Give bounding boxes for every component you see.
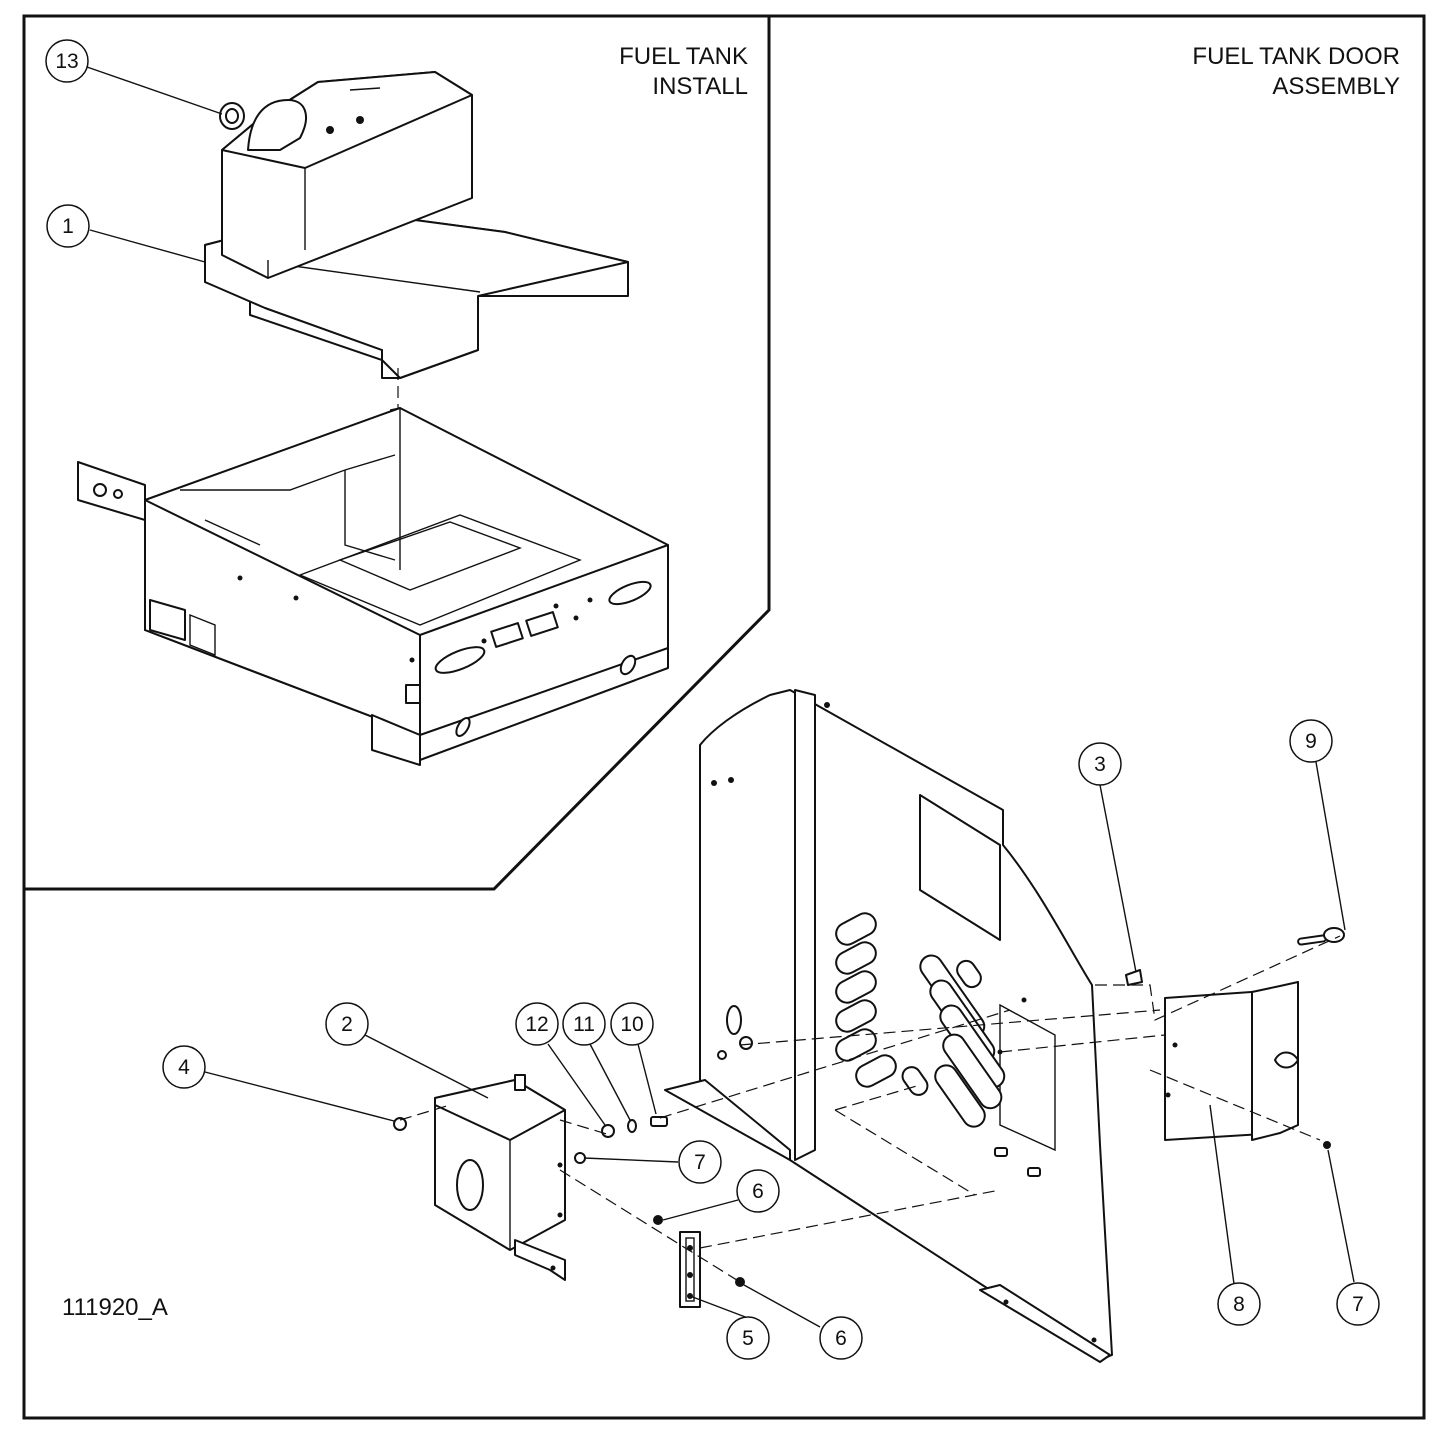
callout-10: 10 [610, 1002, 654, 1046]
svg-text:5: 5 [742, 1327, 754, 1350]
callout-6-upper: 6 [736, 1169, 780, 1213]
svg-text:9: 9 [1305, 730, 1317, 753]
fuel-tank-door-assembly-title-line2: ASSEMBLY [1272, 73, 1400, 100]
fuel-tank [204, 71, 629, 379]
svg-text:2: 2 [341, 1013, 353, 1036]
drawing-frame [22, 14, 1426, 1420]
callout-balloons: 13 1 2 4 12 11 10 7 [45, 39, 1380, 1360]
svg-text:7: 7 [694, 1151, 706, 1174]
fuel-tank-install-title-line1: FUEL TANK [619, 43, 748, 70]
door-panel [664, 689, 1113, 1363]
svg-text:12: 12 [525, 1013, 548, 1036]
callout-7-left: 7 [678, 1140, 722, 1184]
callout-11: 11 [562, 1002, 606, 1046]
door-louvers [835, 912, 1006, 1128]
callout-4: 4 [162, 1045, 206, 1089]
inset-panel-border [24, 16, 771, 891]
callout-6-lower: 6 [819, 1316, 863, 1360]
fuel-tank-install-title: FUEL TANK INSTALL [520, 42, 748, 102]
callout-13: 13 [45, 39, 89, 83]
svg-text:7: 7 [1352, 1293, 1364, 1316]
callout-12: 12 [515, 1002, 559, 1046]
callout-3: 3 [1078, 742, 1122, 786]
callout-2: 2 [325, 1002, 369, 1046]
fuel-tank-door [1164, 981, 1299, 1141]
svg-text:4: 4 [178, 1056, 190, 1079]
svg-text:6: 6 [752, 1180, 764, 1203]
svg-text:8: 8 [1233, 1293, 1245, 1316]
fuel-tank-frame [77, 407, 669, 766]
drawing-number: 111920_A [62, 1294, 168, 1321]
svg-text:11: 11 [573, 1013, 595, 1036]
fuel-tank-door-assembly-title: FUEL TANK DOOR ASSEMBLY [1100, 42, 1400, 102]
callout-8: 8 [1217, 1282, 1261, 1326]
assembly-lines [399, 935, 1341, 1283]
svg-text:1: 1 [62, 215, 74, 238]
fuel-tank-install-title-line2: INSTALL [652, 73, 748, 100]
callout-5: 5 [726, 1316, 770, 1360]
bracket-housing [434, 1074, 566, 1281]
svg-text:3: 3 [1094, 753, 1106, 776]
hardware [393, 927, 1345, 1287]
callout-9: 9 [1289, 719, 1333, 763]
fuel-tank-door-assembly-title-line1: FUEL TANK DOOR [1192, 43, 1400, 70]
leader-lines [86, 66, 1355, 1328]
svg-text:10: 10 [620, 1013, 643, 1036]
hinge [679, 1231, 701, 1308]
callout-7-right: 7 [1336, 1282, 1380, 1326]
callout-1: 1 [46, 204, 90, 248]
svg-text:13: 13 [55, 50, 78, 73]
svg-text:6: 6 [835, 1327, 847, 1350]
